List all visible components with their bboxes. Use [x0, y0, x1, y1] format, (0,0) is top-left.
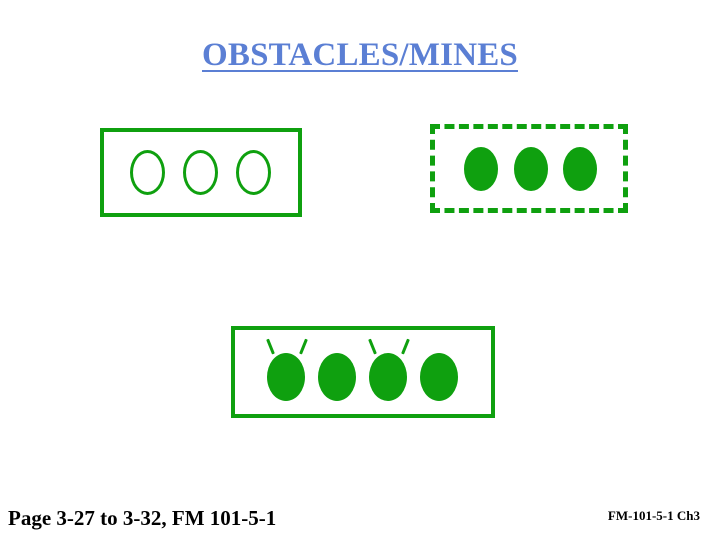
mine-symbol-filled: [563, 147, 597, 191]
mine-symbol-filled: [369, 353, 407, 401]
mine-symbol-hollow: [130, 150, 165, 195]
mine-symbol-filled: [420, 353, 458, 401]
minefield-box-dashed: [430, 124, 628, 213]
mine-symbol-filled: [464, 147, 498, 191]
minefield-box-solid: [100, 128, 302, 217]
mine-symbol-filled: [267, 353, 305, 401]
mine-symbol-hollow: [183, 150, 218, 195]
symbol-group-unspecified-minefield: [100, 128, 302, 217]
minefield-box-solid: [231, 326, 495, 418]
page-title-text: OBSTACLES/MINES: [202, 37, 518, 73]
symbol-group-planned-minefield: [430, 124, 628, 213]
footer-source-reference: Page 3-27 to 3-32, FM 101-5-1: [8, 506, 277, 530]
mine-symbol-filled: [318, 353, 356, 401]
mine-symbol-hollow: [236, 150, 271, 195]
page-title: OBSTACLES/MINES: [0, 36, 720, 74]
footer-document-id: FM-101-5-1 Ch3: [607, 508, 700, 523]
mine-symbol-filled: [514, 147, 548, 191]
symbol-group-mixed-minefield: [231, 326, 495, 418]
